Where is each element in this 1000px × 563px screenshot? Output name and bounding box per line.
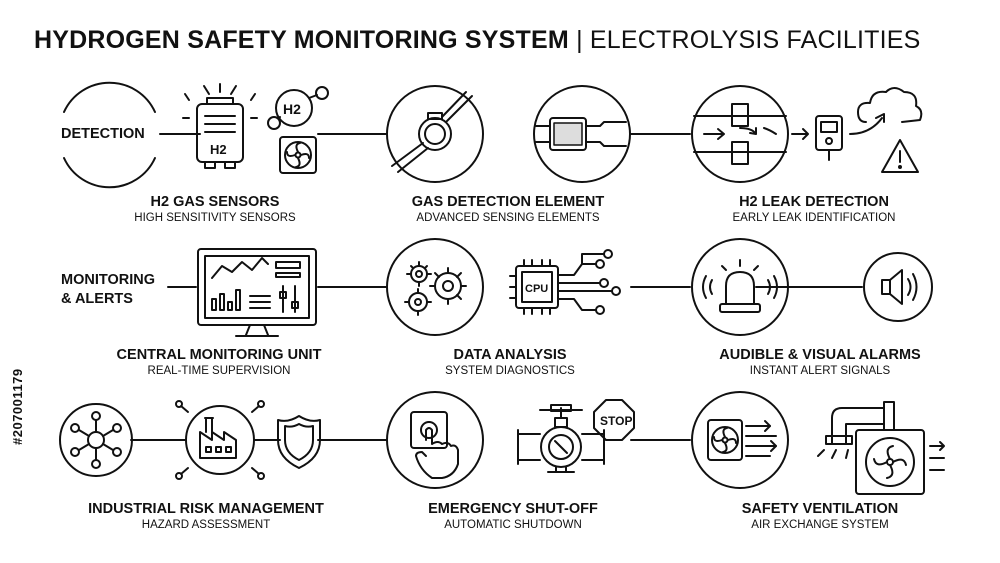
item-sub: REAL-TIME SUPERVISION [147,365,291,377]
item-emergency-shut-off: EMERGENCY SHUT-OFF AUTOMATIC SHUTDOWN [428,501,598,532]
item-sub: ADVANCED SENSING ELEMENTS [416,212,600,224]
item-sub: SYSTEM DIAGNOSTICS [445,365,575,377]
item-central-monitoring-unit: CENTRAL MONITORING UNIT REAL-TIME SUPERV… [117,347,322,378]
speaker-icon [863,252,933,322]
h2-molecule-label: H2 [283,101,301,117]
item-gas-detection-element: GAS DETECTION ELEMENT ADVANCED SENSING E… [412,194,605,225]
detection-element-icon [533,85,631,183]
item-heading: EMERGENCY SHUT-OFF [428,501,598,517]
pipe-leak-icon [691,85,789,183]
circle-icon [63,81,156,189]
gas-tank-icon: H2 [182,83,258,169]
side-label-monitoring: MONITORING [61,272,155,288]
item-data-analysis: DATA ANALYSIS SYSTEM DIAGNOSTICS [445,347,575,378]
item-sub: AUTOMATIC SHUTDOWN [444,519,582,531]
item-h2-gas-sensors: H2 GAS SENSORS HIGH SENSITIVITY SENSORS [134,194,295,225]
cpu-chip-icon: CPU [509,249,621,315]
item-sub: HIGH SENSITIVITY SENSORS [134,212,296,224]
item-industrial-risk-management: INDUSTRIAL RISK MANAGEMENT HAZARD ASSESS… [88,501,324,532]
connector-lines [130,133,863,441]
pipe-fan-icon [817,401,945,495]
title-sub: | ELECTROLYSIS FACILITIES [576,26,921,54]
arrow-icon [791,128,809,140]
item-safety-ventilation: SAFETY VENTILATION AIR EXCHANGE SYSTEM [742,501,899,532]
cpu-label: CPU [525,283,548,295]
h2-tank-label: H2 [210,142,227,157]
item-sub: HAZARD ASSESSMENT [141,519,271,531]
item-sub: AIR EXCHANGE SYSTEM [751,519,889,531]
item-heading: H2 LEAK DETECTION [739,194,889,210]
item-sub: INSTANT ALERT SIGNALS [749,365,891,377]
factory-icon [175,400,265,480]
item-heading: SAFETY VENTILATION [741,501,899,517]
gears-icon [386,238,484,336]
title-main: HYDROGEN SAFETY MONITORING SYSTEM [34,26,569,54]
item-audible-visual-alarms: AUDIBLE & VISUAL ALARMS INSTANT ALERT SI… [719,347,920,378]
ventilation-fan-icon [691,391,789,489]
item-heading: AUDIBLE & VISUAL ALARMS [719,347,921,363]
cloud-icon [849,87,923,135]
item-heading: CENTRAL MONITORING UNIT [116,347,322,363]
warning-icon [881,139,919,173]
item-heading: H2 GAS SENSORS [150,194,280,210]
stock-id: #207001179 [10,368,25,445]
side-label-alerts: & ALERTS [61,291,133,307]
detector-device-icon [815,115,843,161]
stop-sign-icon: STOP [593,399,635,441]
item-h2-leak-detection: H2 LEAK DETECTION EARLY LEAK IDENTIFICAT… [733,194,896,225]
monitor-dashboard-icon [197,248,317,337]
page-title: HYDROGEN SAFETY MONITORING SYSTEM | ELEC… [34,26,921,55]
item-heading: INDUSTRIAL RISK MANAGEMENT [88,501,324,517]
sensor-icon [386,85,484,183]
h2-molecule-icon: H2 [267,86,329,130]
stop-label: STOP [600,414,632,428]
item-heading: DATA ANALYSIS [453,347,567,363]
item-sub: EARLY LEAK IDENTIFICATION [732,212,896,224]
fan-icon [279,136,317,174]
push-button-icon [386,391,484,489]
valve-icon [517,404,605,473]
side-label-detection: DETECTION [61,126,145,142]
item-heading: GAS DETECTION ELEMENT [411,194,605,210]
shield-icon [277,415,321,469]
alarm-light-icon [691,238,789,336]
network-icon [59,403,133,477]
